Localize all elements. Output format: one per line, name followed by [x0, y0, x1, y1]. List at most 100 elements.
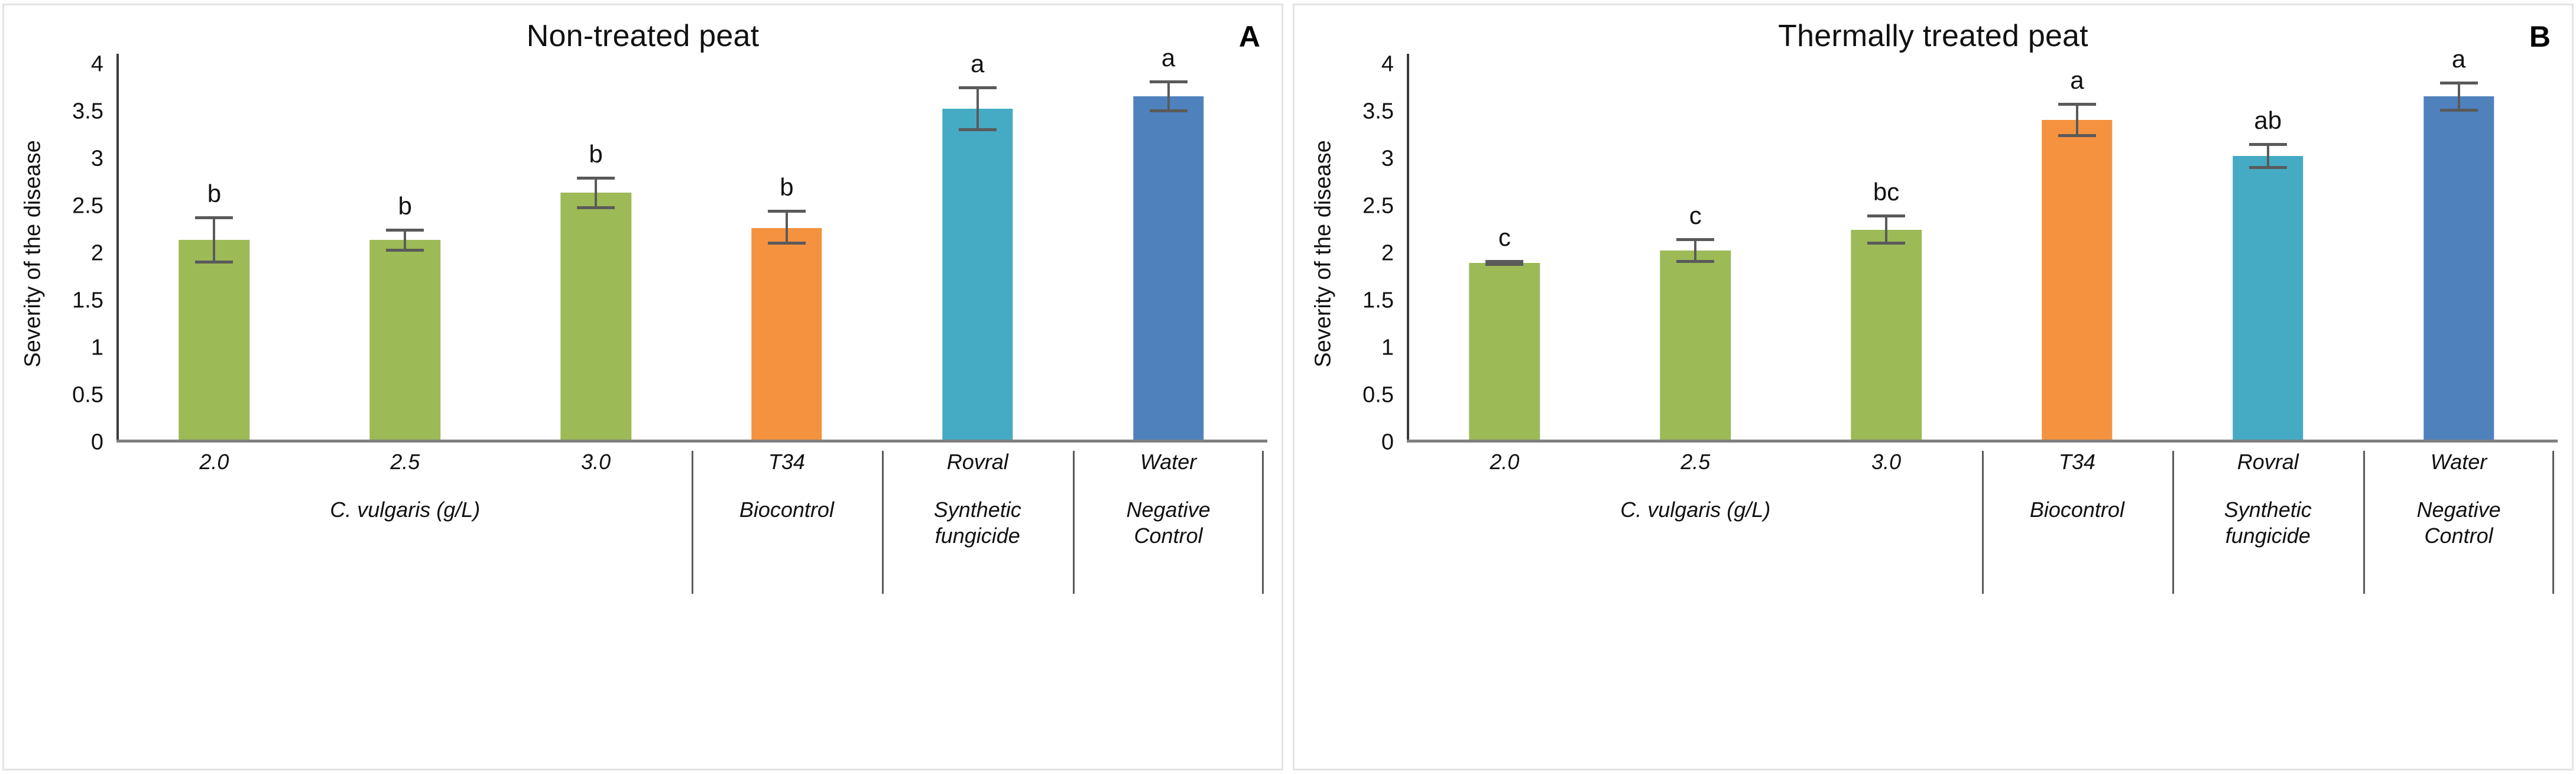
y-tick-label: 0.5	[72, 382, 103, 408]
panel-b: Thermally treated peat B Severity of the…	[1293, 4, 2574, 770]
error-bar-cap-top	[2439, 81, 2478, 84]
error-bar-line	[1167, 80, 1170, 113]
group-label: Biocontrol	[691, 451, 883, 594]
significance-letter: a	[2451, 44, 2466, 73]
panel-a-title: Non-treated peat	[526, 19, 760, 53]
panel-a-y-axis-line	[116, 54, 119, 443]
error-bar-cap-top	[767, 210, 806, 213]
bar-3-0[interactable]	[560, 193, 631, 440]
bar-group: ab	[2172, 64, 2363, 440]
y-tick-label: 3.5	[72, 99, 103, 124]
bar-Water[interactable]	[1133, 96, 1204, 440]
error-bar-cap-top	[386, 229, 424, 232]
panel-a-letter: A	[1238, 20, 1260, 53]
bar-group: b	[310, 64, 501, 440]
bar-group: b	[501, 64, 692, 440]
error-bar-line	[2266, 142, 2269, 170]
y-tick-label: 4	[1381, 51, 1394, 77]
group-label-line: Negative	[2416, 497, 2501, 522]
bar-group: b	[119, 64, 310, 440]
error-bar-cap-top	[1149, 80, 1188, 84]
group-label: C. vulgaris (g/L)	[119, 493, 692, 588]
bar-2-0[interactable]	[1469, 262, 1540, 440]
error-bar-line	[2075, 103, 2078, 137]
panel-b-y-axis-label: Severity of the disease	[1310, 139, 1336, 368]
group-label-line: C. vulgaris (g/L)	[330, 497, 481, 522]
group-label-line: Synthetic	[2224, 497, 2312, 522]
y-tick-label: 3	[1381, 146, 1394, 171]
significance-letter: ab	[2254, 106, 2282, 134]
error-bar-cap-top	[2058, 103, 2096, 106]
error-bar-line	[595, 177, 598, 209]
error-bar-cap-bottom	[577, 206, 615, 209]
error-bar-cap-bottom	[386, 248, 424, 252]
significance-letter: a	[1161, 44, 1176, 71]
x-tick-label: 2.0	[199, 450, 229, 474]
error-bar-line	[2457, 81, 2460, 112]
group-separator	[1981, 451, 1984, 594]
error-bar-cap-bottom	[1867, 242, 1906, 245]
panel-a-y-axis-label: Severity of the disease	[20, 139, 46, 368]
error-bar-cap-bottom	[2439, 108, 2478, 112]
bar-2-5[interactable]	[369, 240, 440, 440]
error-bar-cap-top	[958, 86, 997, 89]
bar-Rovral[interactable]	[942, 109, 1013, 440]
group-label-line: Biocontrol	[739, 497, 834, 522]
error-bar-cap-bottom	[2058, 134, 2096, 137]
error-bar-line	[785, 210, 788, 245]
significance-letter: c	[1498, 223, 1511, 251]
error-bar-line	[213, 216, 216, 264]
group-label-line: Synthetic	[933, 497, 1021, 522]
y-tick-label: 1.5	[1362, 288, 1394, 313]
significance-letter: c	[1689, 201, 1702, 230]
error-bar-line	[1694, 238, 1697, 263]
group-label: Biocontrol	[1981, 451, 2173, 594]
bar-group: bc	[1791, 64, 1982, 440]
error-bar-cap-bottom	[1485, 262, 1524, 266]
error-bar-cap-bottom	[195, 261, 233, 264]
bar-group: a	[1981, 64, 2172, 440]
y-tick-label: 4	[90, 51, 103, 77]
error-bar-cap-top	[1485, 260, 1524, 264]
group-label-line: fungicide	[2225, 523, 2311, 548]
group-label-line: Biocontrol	[2029, 497, 2124, 522]
error-bar-cap-top	[577, 177, 615, 180]
bar-Rovral[interactable]	[2233, 156, 2304, 440]
bar-2-0[interactable]	[179, 240, 250, 440]
group-label-line: Control	[1134, 523, 1203, 548]
error-bar-cap-bottom	[767, 242, 806, 245]
x-tick-label: T34	[768, 450, 805, 474]
group-separator-end	[2552, 451, 2554, 594]
y-tick-label: 2.5	[1362, 193, 1394, 219]
group-separator	[2363, 451, 2366, 594]
bar-Water[interactable]	[2423, 96, 2494, 440]
y-tick-label: 0	[90, 430, 103, 455]
group-label-line: C. vulgaris (g/L)	[1620, 497, 1771, 522]
x-tick-label: 2.0	[1490, 450, 1520, 474]
y-tick-label: 0	[1381, 430, 1394, 455]
y-tick-label: 3	[90, 146, 103, 171]
bar-group: a	[2363, 45, 2554, 440]
bar-group: b	[691, 64, 882, 440]
significance-letter: a	[2070, 66, 2084, 95]
significance-letter: bc	[1873, 178, 1900, 206]
bar-T34[interactable]	[2042, 120, 2113, 440]
bar-T34[interactable]	[751, 227, 822, 440]
bar-3-0[interactable]	[1851, 229, 1922, 440]
significance-letter: b	[589, 140, 603, 168]
panel-a-x-axis-line	[116, 440, 1267, 443]
bar-group: a	[1073, 44, 1264, 440]
bar-2-5[interactable]	[1660, 251, 1731, 440]
group-label: C. vulgaris (g/L)	[1409, 493, 1982, 588]
